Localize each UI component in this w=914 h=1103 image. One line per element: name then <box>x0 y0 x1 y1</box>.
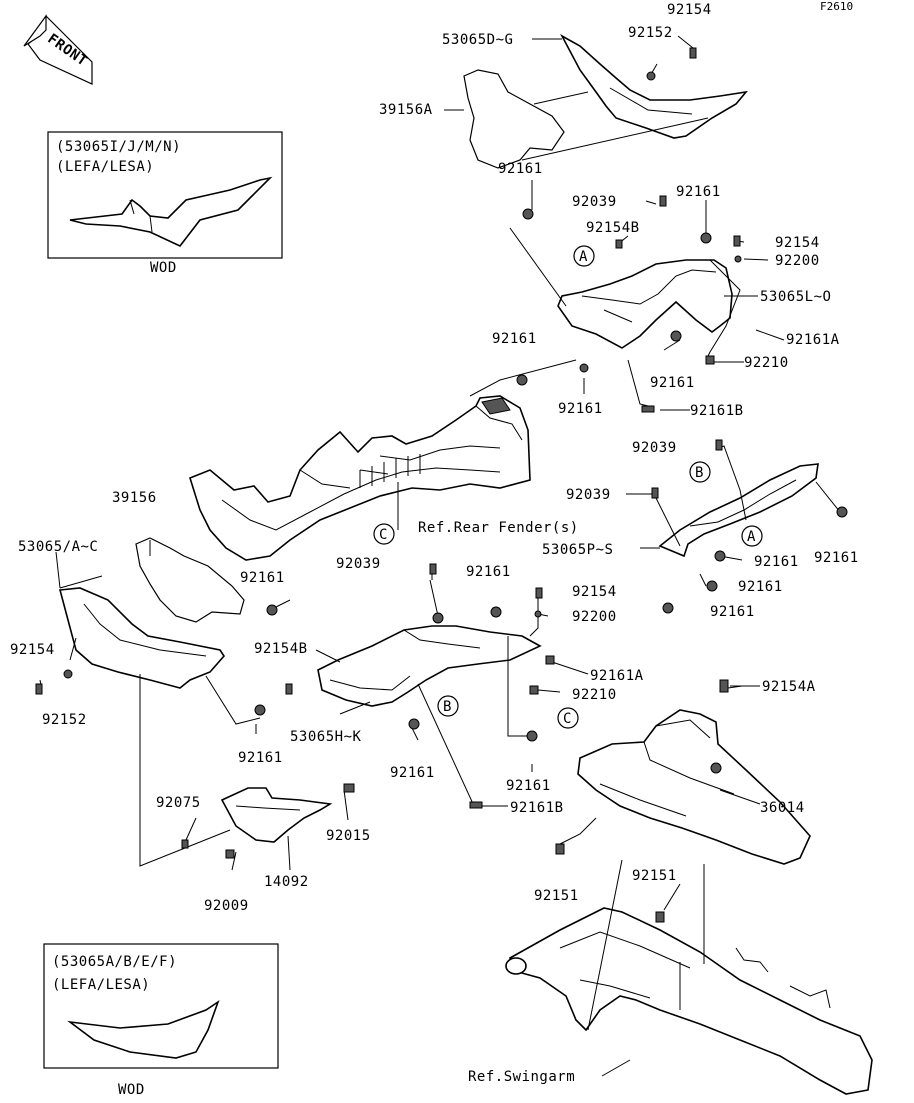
rear-fender-body <box>189 395 531 561</box>
label-92039-c: 92039 <box>566 487 611 503</box>
part-labels: 92154 53065D~G 92152 39156A 92161 92039 … <box>10 2 859 914</box>
label-92161-e: 92161 <box>558 401 603 417</box>
label-92161a-m: 92161A <box>590 668 644 684</box>
inset-bottom-variant: (LEFA/LESA) <box>52 977 150 993</box>
label-92154-m: 92154 <box>572 584 617 600</box>
label-53065h-k: 53065H~K <box>290 729 362 745</box>
label-92161-h: 92161 <box>240 570 285 586</box>
rear-fender-36014 <box>577 709 811 865</box>
label-92161-c: 92161 <box>492 331 537 347</box>
swingarm <box>505 907 873 1095</box>
label-92161-f: 92161 <box>754 554 799 570</box>
label-92161-m: 92161 <box>390 765 435 781</box>
label-92161-k: 92161 <box>710 604 755 620</box>
svg-text:B: B <box>443 699 452 715</box>
label-92210-r: 92210 <box>744 355 789 371</box>
label-92161b-b: 92161B <box>510 800 564 816</box>
label-92151-b: 92151 <box>632 868 677 884</box>
label-92210-m: 92210 <box>572 687 617 703</box>
label-92200-m: 92200 <box>572 609 617 625</box>
label-92161-n: 92161 <box>506 778 551 794</box>
label-92161-i: 92161 <box>466 564 511 580</box>
label-92075: 92075 <box>156 795 201 811</box>
ref-swingarm: Ref.Swingarm <box>468 1069 575 1085</box>
label-92161-b: 92161 <box>676 184 721 200</box>
callout-c-right: C <box>557 707 579 729</box>
label-92152-top: 92152 <box>628 25 673 41</box>
ref-rear-fender: Ref.Rear Fender(s) <box>418 520 579 536</box>
inset-bottom-models: (53065A/B/E/F) <box>52 954 177 970</box>
callout-b-middle: B <box>437 695 459 717</box>
inset-top-variant: (LEFA/LESA) <box>56 159 154 175</box>
svg-text:C: C <box>379 527 388 543</box>
label-53065p-s: 53065P~S <box>542 542 613 558</box>
label-92200-r: 92200 <box>775 253 820 269</box>
label-92154-l: 92154 <box>10 642 55 658</box>
label-92152-l: 92152 <box>42 712 87 728</box>
tail-piece <box>658 463 819 558</box>
label-92161-g: 92161 <box>814 550 859 566</box>
label-92154b-l: 92154B <box>254 641 308 657</box>
label-53065-a-c: 53065/A~C <box>18 539 98 555</box>
bracket-14092 <box>220 787 333 843</box>
label-92154-r: 92154 <box>775 235 820 251</box>
label-92161a-r: 92161A <box>786 332 840 348</box>
inset-box-bottom: (53065A/B/E/F) (LEFA/LESA) WOD <box>43 943 279 1098</box>
label-53065l-o: 53065L~O <box>760 289 831 305</box>
label-92154-top: 92154 <box>667 2 712 18</box>
label-92161-l: 92161 <box>238 750 283 766</box>
inset-top-models: (53065I/J/M/N) <box>56 139 181 155</box>
svg-text:B: B <box>695 465 704 481</box>
front-arrow-icon: FRONT <box>23 14 93 85</box>
pad-39156 <box>135 537 245 623</box>
inset-top-note: WOD <box>150 260 177 276</box>
callout-b-right: B <box>689 461 711 483</box>
label-36014: 36014 <box>760 800 805 816</box>
callout-a-upper: A <box>573 245 595 267</box>
svg-text:A: A <box>747 529 756 545</box>
label-92015: 92015 <box>326 828 371 844</box>
inset-bottom-note: WOD <box>118 1082 145 1098</box>
label-92039-d: 92039 <box>336 556 381 572</box>
label-14092: 14092 <box>264 874 309 890</box>
label-92151-a: 92151 <box>534 888 579 904</box>
label-92161-a: 92161 <box>498 161 543 177</box>
callout-a-right: A <box>741 525 763 547</box>
label-53065d-g: 53065D~G <box>442 32 513 48</box>
svg-text:A: A <box>579 249 588 265</box>
label-92154b-top: 92154B <box>586 220 640 236</box>
label-92009: 92009 <box>204 898 249 914</box>
label-92154a: 92154A <box>762 679 816 695</box>
label-92039-a: 92039 <box>572 194 617 210</box>
fasteners <box>35 47 848 923</box>
label-92161-d: 92161 <box>650 375 695 391</box>
pad-39156a <box>463 69 565 169</box>
inset-box-top: (53065I/J/M/N) (LEFA/LESA) WOD <box>47 131 283 276</box>
svg-text:C: C <box>563 711 572 727</box>
tail-cover-upper <box>560 33 748 139</box>
label-92161-j: 92161 <box>738 579 783 595</box>
side-cover-right <box>317 625 542 707</box>
seat-cowl <box>557 259 733 349</box>
side-cover-left <box>58 587 226 689</box>
label-92161b-top: 92161B <box>690 403 744 419</box>
label-39156a: 39156A <box>379 102 433 118</box>
callout-c-left: C <box>373 523 395 545</box>
leader-lines <box>39 35 841 1077</box>
label-92039-b: 92039 <box>632 440 677 456</box>
figure-code: F2610 <box>820 0 853 13</box>
fender-ribs <box>359 454 421 488</box>
label-39156: 39156 <box>112 490 157 506</box>
